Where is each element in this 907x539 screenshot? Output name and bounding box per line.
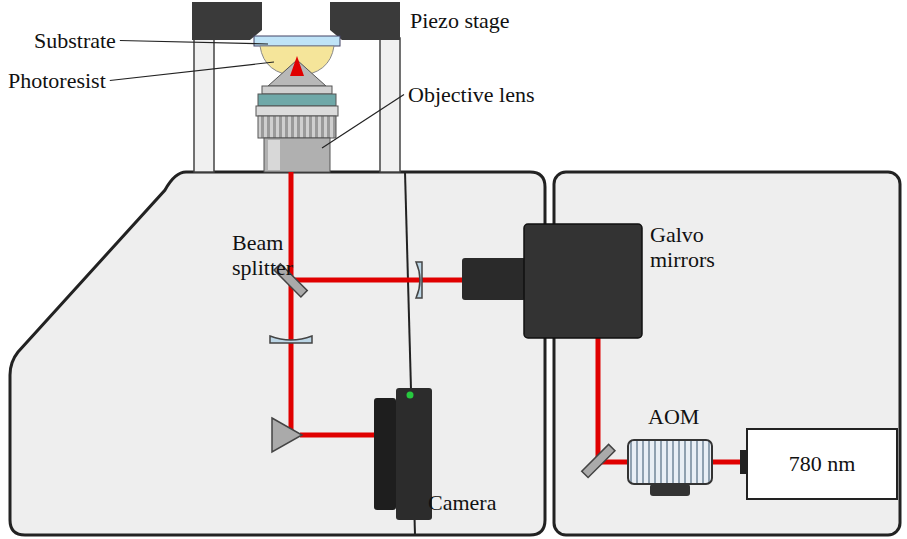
part-label: Substrate xyxy=(34,28,116,53)
part-label: Beam splitter xyxy=(232,230,310,280)
part-label: Objective lens xyxy=(408,82,534,107)
part-label: Galvo mirrors xyxy=(650,222,750,272)
part-label: Camera xyxy=(428,490,496,515)
leader-line xyxy=(110,62,274,81)
laser-box: 780 nm xyxy=(746,428,898,500)
laser-label: 780 nm xyxy=(789,451,856,477)
part-label: Piezo stage xyxy=(410,8,510,33)
part-label: Photoresist xyxy=(8,68,106,93)
part-label: AOM xyxy=(648,404,699,429)
leader-line xyxy=(322,95,404,149)
leader-line xyxy=(120,41,268,45)
